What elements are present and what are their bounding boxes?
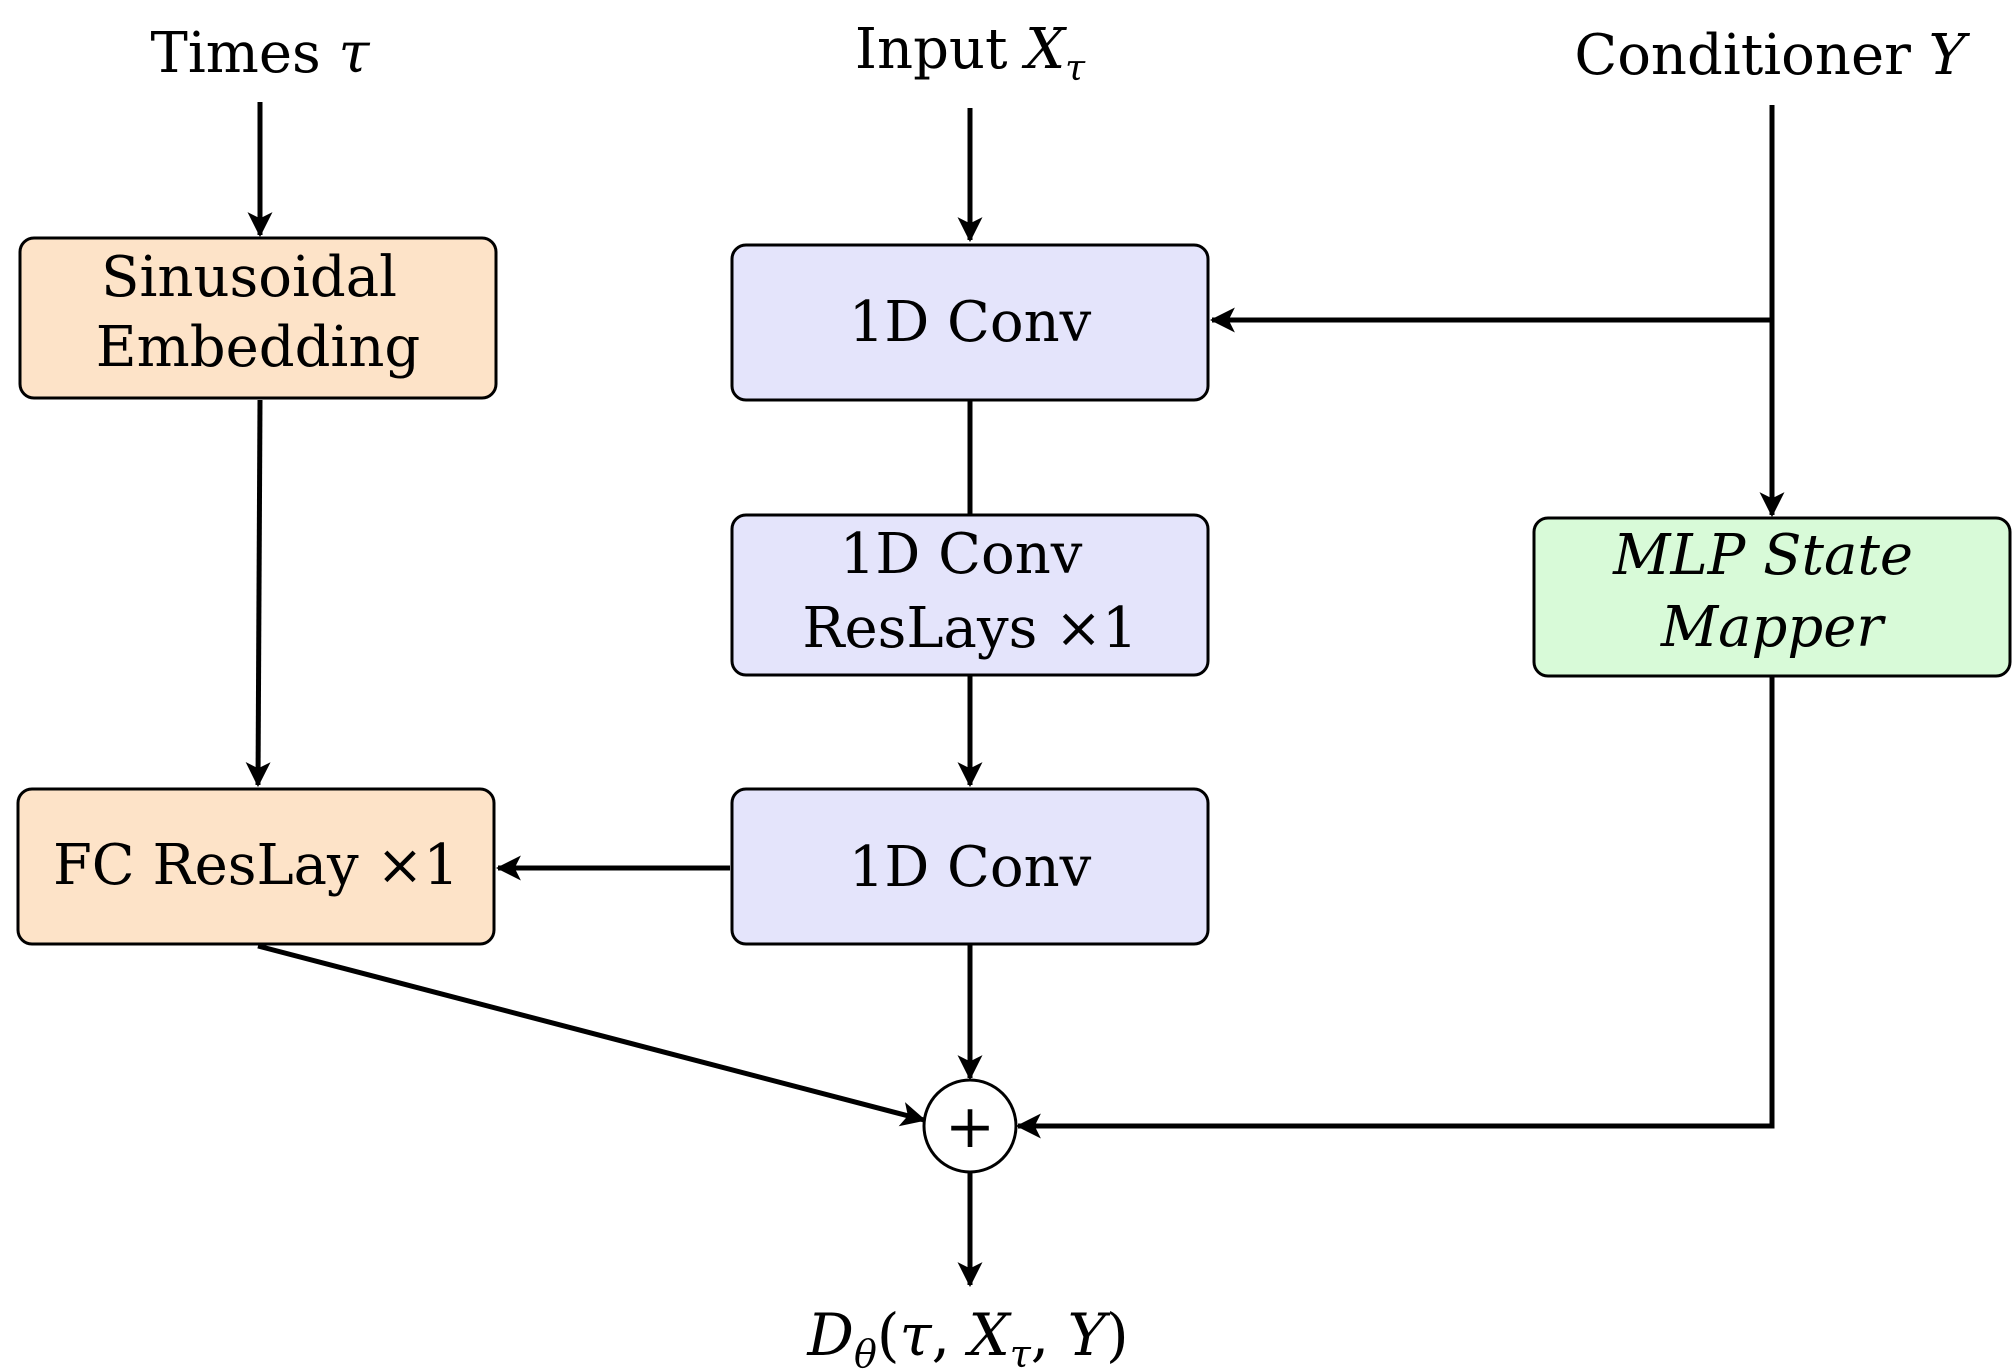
times-label: Times τ (150, 21, 370, 86)
edges (245, 102, 1785, 1288)
input-label: Input Xτ (855, 17, 1086, 89)
sum-node (922, 1078, 1018, 1174)
sinusoidal-embedding-block (18, 236, 498, 400)
conv-bottom-block (730, 787, 1210, 946)
edge-fc-to-sum (257, 943, 927, 1127)
sum-node-plus: + (945, 1092, 995, 1162)
edge-mlp-to-sum (1015, 675, 1775, 1139)
conv-res-label: 1D Conv ResLays ×1 (802, 522, 1137, 661)
sinusoidal-embedding-label: Sinusoidal Embedding (96, 245, 421, 380)
mlp-state-mapper-block (1532, 516, 2012, 678)
conv-top-label: 1D Conv (849, 290, 1092, 355)
conditioner-label: Conditioner Y (1574, 23, 1970, 88)
output-label: Dθ(τ, Xτ, Y) (806, 1301, 1128, 1372)
edge-sinusoidal-to-fc (245, 399, 271, 788)
fc-reslay-block (16, 787, 496, 946)
conv-top-block (730, 243, 1210, 402)
conv-bottom-label: 1D Conv (849, 835, 1092, 900)
fc-reslay-label: FC ResLay ×1 (53, 833, 459, 898)
conv-res-block (730, 513, 1210, 677)
mlp-state-mapper-label: MLP State Mapper (1612, 523, 1931, 660)
